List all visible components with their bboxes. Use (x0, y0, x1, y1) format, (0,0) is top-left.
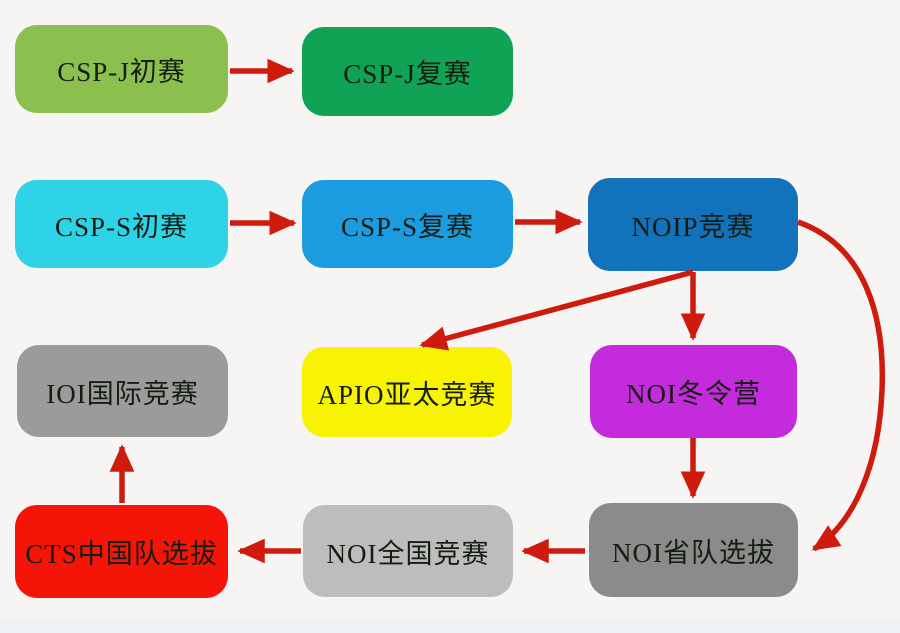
node-apio-asia-pacific-contest: APIO亚太竞赛 (302, 347, 512, 437)
node-cts-china-team-selection: CTS中国队选拔 (15, 505, 228, 598)
node-csp-s-final: CSP-S复赛 (302, 180, 513, 268)
edge-noip-to-apio (419, 269, 694, 351)
node-ioi-international-contest: IOI国际竞赛 (17, 345, 228, 437)
bottom-strip (0, 619, 900, 633)
node-csp-s-preliminary: CSP-S初赛 (15, 180, 228, 268)
edge-noip-to-provincial-curved (797, 219, 886, 552)
node-noip-contest: NOIP竞赛 (588, 178, 798, 271)
node-csp-j-final: CSP-J复赛 (302, 27, 513, 116)
node-csp-j-preliminary: CSP-J初赛 (15, 25, 228, 113)
node-noi-provincial-team-selection: NOI省队选拔 (589, 503, 798, 597)
node-noi-winter-camp: NOI冬令营 (590, 345, 797, 438)
node-noi-national-contest: NOI全国竞赛 (303, 505, 513, 597)
